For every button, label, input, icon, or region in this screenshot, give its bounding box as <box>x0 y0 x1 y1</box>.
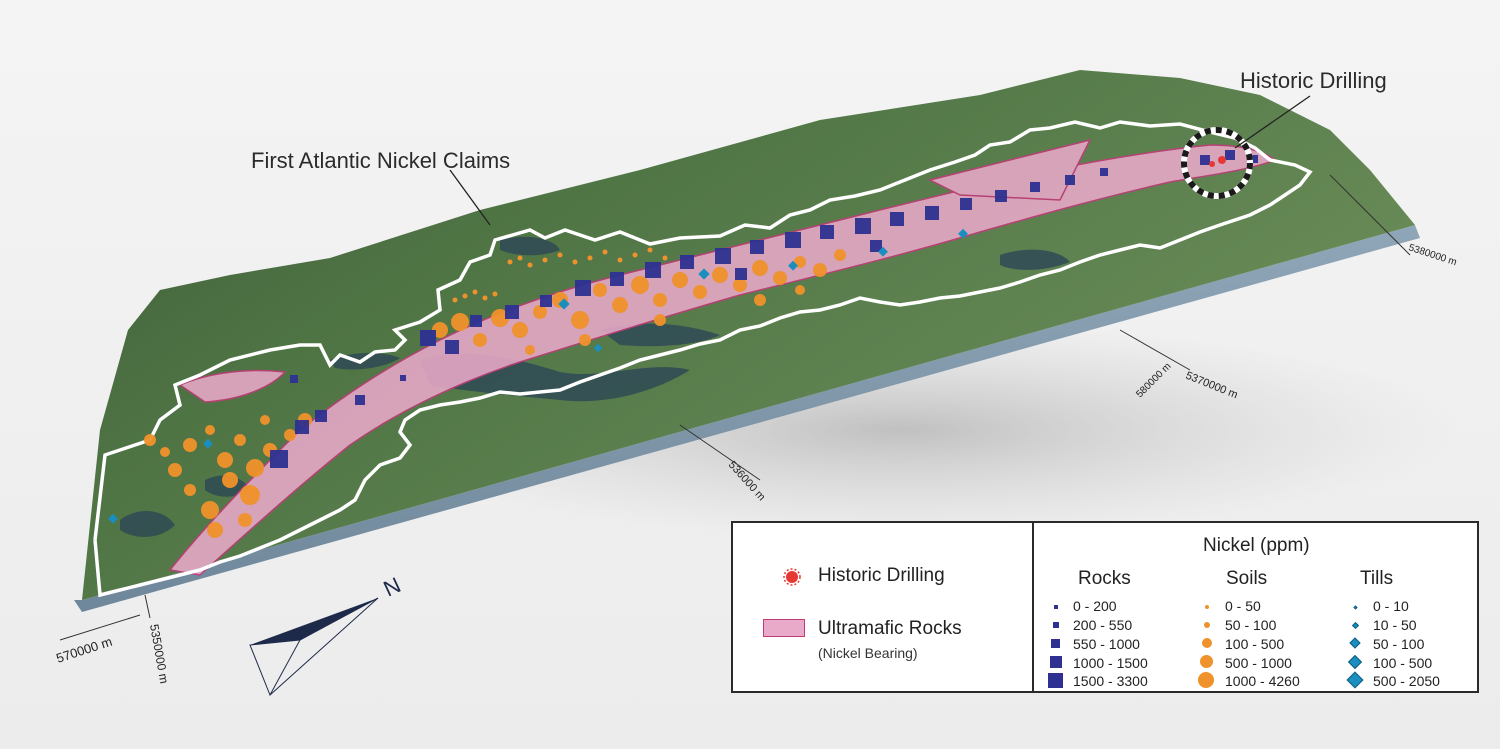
claims-boundary <box>93 120 1313 598</box>
soil-symbol-2 <box>1204 622 1210 628</box>
drilling-leader-line <box>1234 95 1311 149</box>
till-range-4: 100 - 500 <box>1373 655 1433 671</box>
rock-range-2: 200 - 550 <box>1073 617 1133 633</box>
till-samples <box>108 228 968 524</box>
till-symbol-1 <box>1353 605 1358 610</box>
rock-range-5: 1500 - 3300 <box>1073 673 1148 689</box>
drilling-callout: Historic Drilling <box>1240 68 1387 93</box>
historic-drilling-site <box>1181 127 1253 199</box>
legend-ultramafic-label: Ultramafic Rocks <box>818 618 962 639</box>
rock-range-3: 550 - 1000 <box>1073 636 1140 652</box>
coordinate-lines <box>59 174 1411 641</box>
till-range-3: 50 - 100 <box>1373 636 1425 652</box>
north-arrow <box>249 597 379 697</box>
till-symbol-4 <box>1347 654 1363 670</box>
soil-symbol-4 <box>1200 655 1213 668</box>
soil-samples <box>144 249 846 538</box>
rock-range-1: 0 - 200 <box>1073 598 1117 614</box>
till-symbol-5 <box>1346 671 1364 689</box>
till-symbol-3 <box>1349 637 1361 649</box>
north-label: N <box>380 572 405 601</box>
terrain-side-face <box>82 225 1420 612</box>
ultramafic-swatch <box>763 619 805 637</box>
coord-label-5350000: 5350000 m <box>147 623 171 685</box>
till-range-5: 500 - 2050 <box>1373 673 1440 689</box>
legend-title: Nickel (ppm) <box>1203 535 1310 556</box>
claims-callout: First Atlantic Nickel Claims <box>251 148 511 173</box>
rock-samples <box>270 150 1258 468</box>
claims-leader-line <box>449 169 491 226</box>
legend-historic-drilling-label: Historic Drilling <box>818 565 945 586</box>
soil-range-4: 500 - 1000 <box>1225 655 1292 671</box>
historic-drilling-symbol <box>783 568 801 586</box>
soil-range-1: 0 - 50 <box>1225 598 1261 614</box>
rock-symbol-4 <box>1050 656 1062 668</box>
legend-divider <box>1032 523 1034 691</box>
rocks-heading: Rocks <box>1078 568 1131 589</box>
till-range-2: 10 - 50 <box>1373 617 1417 633</box>
soil-range-5: 1000 - 4260 <box>1225 673 1300 689</box>
map-legend: Historic Drilling Ultramafic Rocks (Nick… <box>731 521 1479 693</box>
till-range-1: 0 - 10 <box>1373 598 1409 614</box>
soil-grid-samples <box>452 247 668 303</box>
rock-symbol-5 <box>1048 673 1063 688</box>
rock-symbol-2 <box>1053 622 1059 628</box>
till-symbol-2 <box>1351 621 1360 630</box>
soil-range-3: 100 - 500 <box>1225 636 1285 652</box>
soil-range-2: 50 - 100 <box>1225 617 1277 633</box>
soil-symbol-1 <box>1205 605 1209 609</box>
rock-symbol-3 <box>1051 639 1060 648</box>
terrain-side-edge <box>74 600 82 612</box>
tills-heading: Tills <box>1360 568 1394 589</box>
rock-symbol-1 <box>1054 605 1058 609</box>
soil-symbol-3 <box>1202 638 1212 648</box>
coord-label-5380000: 5380000 m <box>1407 242 1458 268</box>
legend-ultramafic-sub: (Nickel Bearing) <box>818 645 918 661</box>
soil-symbol-5 <box>1198 672 1214 688</box>
rock-range-4: 1000 - 1500 <box>1073 655 1148 671</box>
soils-heading: Soils <box>1226 568 1268 589</box>
